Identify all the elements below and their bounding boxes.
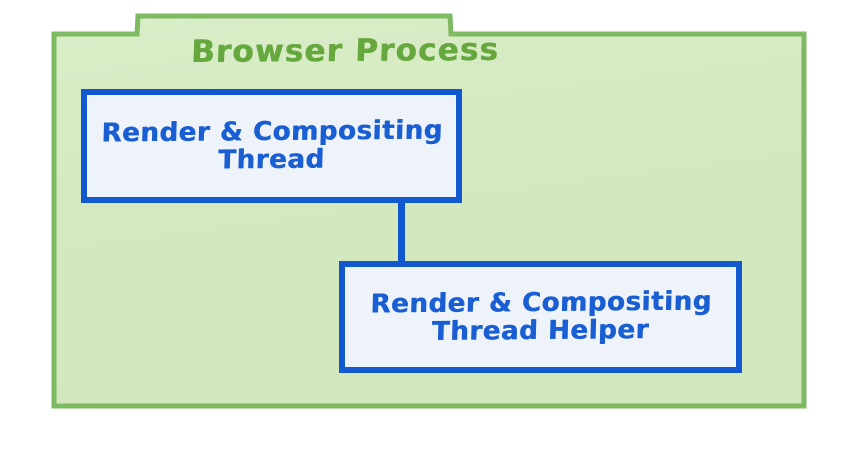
node-render-compositing-thread-helper-label: Render & Compositing Thread Helper: [369, 286, 712, 347]
node-render-compositing-thread[interactable]: Render & Compositing Thread: [81, 89, 462, 203]
node-render-compositing-thread-label: Render & Compositing Thread: [100, 115, 443, 176]
connector-thread-to-helper: [398, 198, 405, 265]
browser-process-title: Browser Process: [190, 31, 500, 71]
node-render-compositing-thread-helper[interactable]: Render & Compositing Thread Helper: [339, 261, 742, 373]
